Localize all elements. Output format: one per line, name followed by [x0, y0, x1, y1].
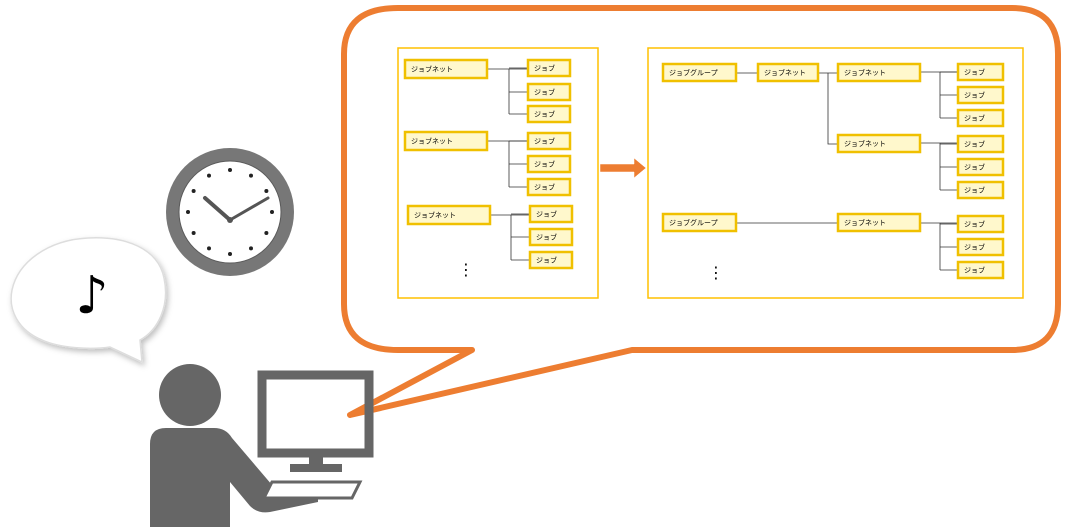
- job-node-label: ジョブ: [964, 243, 985, 252]
- job-node: ジョブ: [956, 214, 1005, 234]
- job-node: ジョブ: [528, 204, 574, 224]
- job-node-label: ジョブ: [964, 140, 985, 149]
- jobgroup-node-label: ジョブグループ: [669, 68, 718, 77]
- jobnet-node: ジョブネット: [836, 212, 922, 233]
- before-ellipsis: ⋮: [458, 260, 474, 279]
- job-node: ジョブ: [526, 131, 572, 151]
- job-node-label: ジョブ: [534, 137, 555, 146]
- clock-tick: [264, 231, 269, 235]
- jobnet-node: ジョブネット: [836, 133, 922, 154]
- jobgroup-node: ジョブグループ: [661, 62, 738, 83]
- job-node: ジョブ: [528, 227, 574, 247]
- clock-tick: [228, 252, 232, 256]
- job-node-label: ジョブ: [534, 160, 555, 169]
- jobgroup-node: ジョブグループ: [661, 212, 738, 233]
- jobnet-node-label: ジョブネット: [844, 68, 886, 77]
- job-node: ジョブ: [528, 250, 574, 270]
- job-node-label: ジョブ: [964, 91, 985, 100]
- job-node-label: ジョブ: [964, 266, 985, 275]
- jobnet-node-label: ジョブネット: [411, 65, 453, 74]
- jobnet-node: ジョブネット: [403, 130, 489, 152]
- job-node: ジョブ: [956, 260, 1005, 280]
- clock-tick: [191, 231, 196, 235]
- clock-tick: [186, 210, 190, 214]
- jobnet-node-label: ジョブネット: [764, 68, 806, 77]
- job-node: ジョブ: [526, 177, 572, 197]
- job-node: ジョブ: [526, 104, 572, 124]
- job-node: ジョブ: [526, 82, 572, 102]
- clock-tick: [249, 173, 253, 178]
- job-node-label: ジョブ: [534, 64, 555, 73]
- clock-tick: [228, 168, 232, 172]
- connector-line: [827, 73, 838, 145]
- clock-tick: [207, 246, 211, 251]
- job-node-label: ジョブ: [534, 88, 555, 97]
- person-at-computer-icon: [150, 364, 374, 527]
- job-node-label: ジョブ: [964, 163, 985, 172]
- clock-icon: [166, 148, 294, 276]
- jobnet-node: ジョブネット: [756, 62, 820, 83]
- clock-tick: [249, 246, 253, 251]
- job-node-label: ジョブ: [536, 233, 557, 242]
- clock-tick: [191, 189, 196, 193]
- job-node: ジョブ: [956, 180, 1005, 200]
- job-node-label: ジョブ: [964, 114, 985, 123]
- jobnet-node-label: ジョブネット: [411, 137, 453, 146]
- job-node-label: ジョブ: [964, 186, 985, 195]
- job-node: ジョブ: [956, 108, 1005, 128]
- before-tree: ジョブネットジョブジョブジョブジョブネットジョブジョブジョブジョブネットジョブジ…: [403, 58, 574, 270]
- jobnet-node: ジョブネット: [406, 204, 492, 226]
- jobnet-node-label: ジョブネット: [414, 211, 456, 220]
- job-node-label: ジョブ: [964, 220, 985, 229]
- jobnet-node-label: ジョブネット: [844, 218, 886, 227]
- job-node: ジョブ: [956, 85, 1005, 105]
- jobnet-node: ジョブネット: [836, 62, 922, 83]
- job-node: ジョブ: [526, 154, 572, 174]
- job-node: ジョブ: [526, 58, 572, 78]
- jobgroup-node-label: ジョブグループ: [669, 218, 718, 227]
- job-node-label: ジョブ: [534, 110, 555, 119]
- job-node: ジョブ: [956, 157, 1005, 177]
- clock-tick: [264, 189, 269, 193]
- transition-arrow: [599, 157, 647, 179]
- job-node-label: ジョブ: [964, 68, 985, 77]
- clock-tick: [270, 210, 274, 214]
- job-node: ジョブ: [956, 134, 1005, 154]
- clock-tick: [207, 173, 211, 178]
- music-note-speech-bubble-icon: [10, 237, 167, 364]
- after-ellipsis: ⋮: [708, 263, 724, 282]
- jobnet-node-label: ジョブネット: [844, 139, 886, 148]
- jobnet-node: ジョブネット: [403, 58, 489, 80]
- job-node-label: ジョブ: [534, 183, 555, 192]
- music-note: ♪: [75, 266, 108, 326]
- job-node: ジョブ: [956, 237, 1005, 257]
- job-node-label: ジョブ: [536, 256, 557, 265]
- job-node: ジョブ: [956, 62, 1005, 82]
- job-node-label: ジョブ: [536, 210, 557, 219]
- after-tree: ジョブグループジョブネットジョブネットジョブジョブジョブジョブネットジョブジョブ…: [661, 62, 1005, 280]
